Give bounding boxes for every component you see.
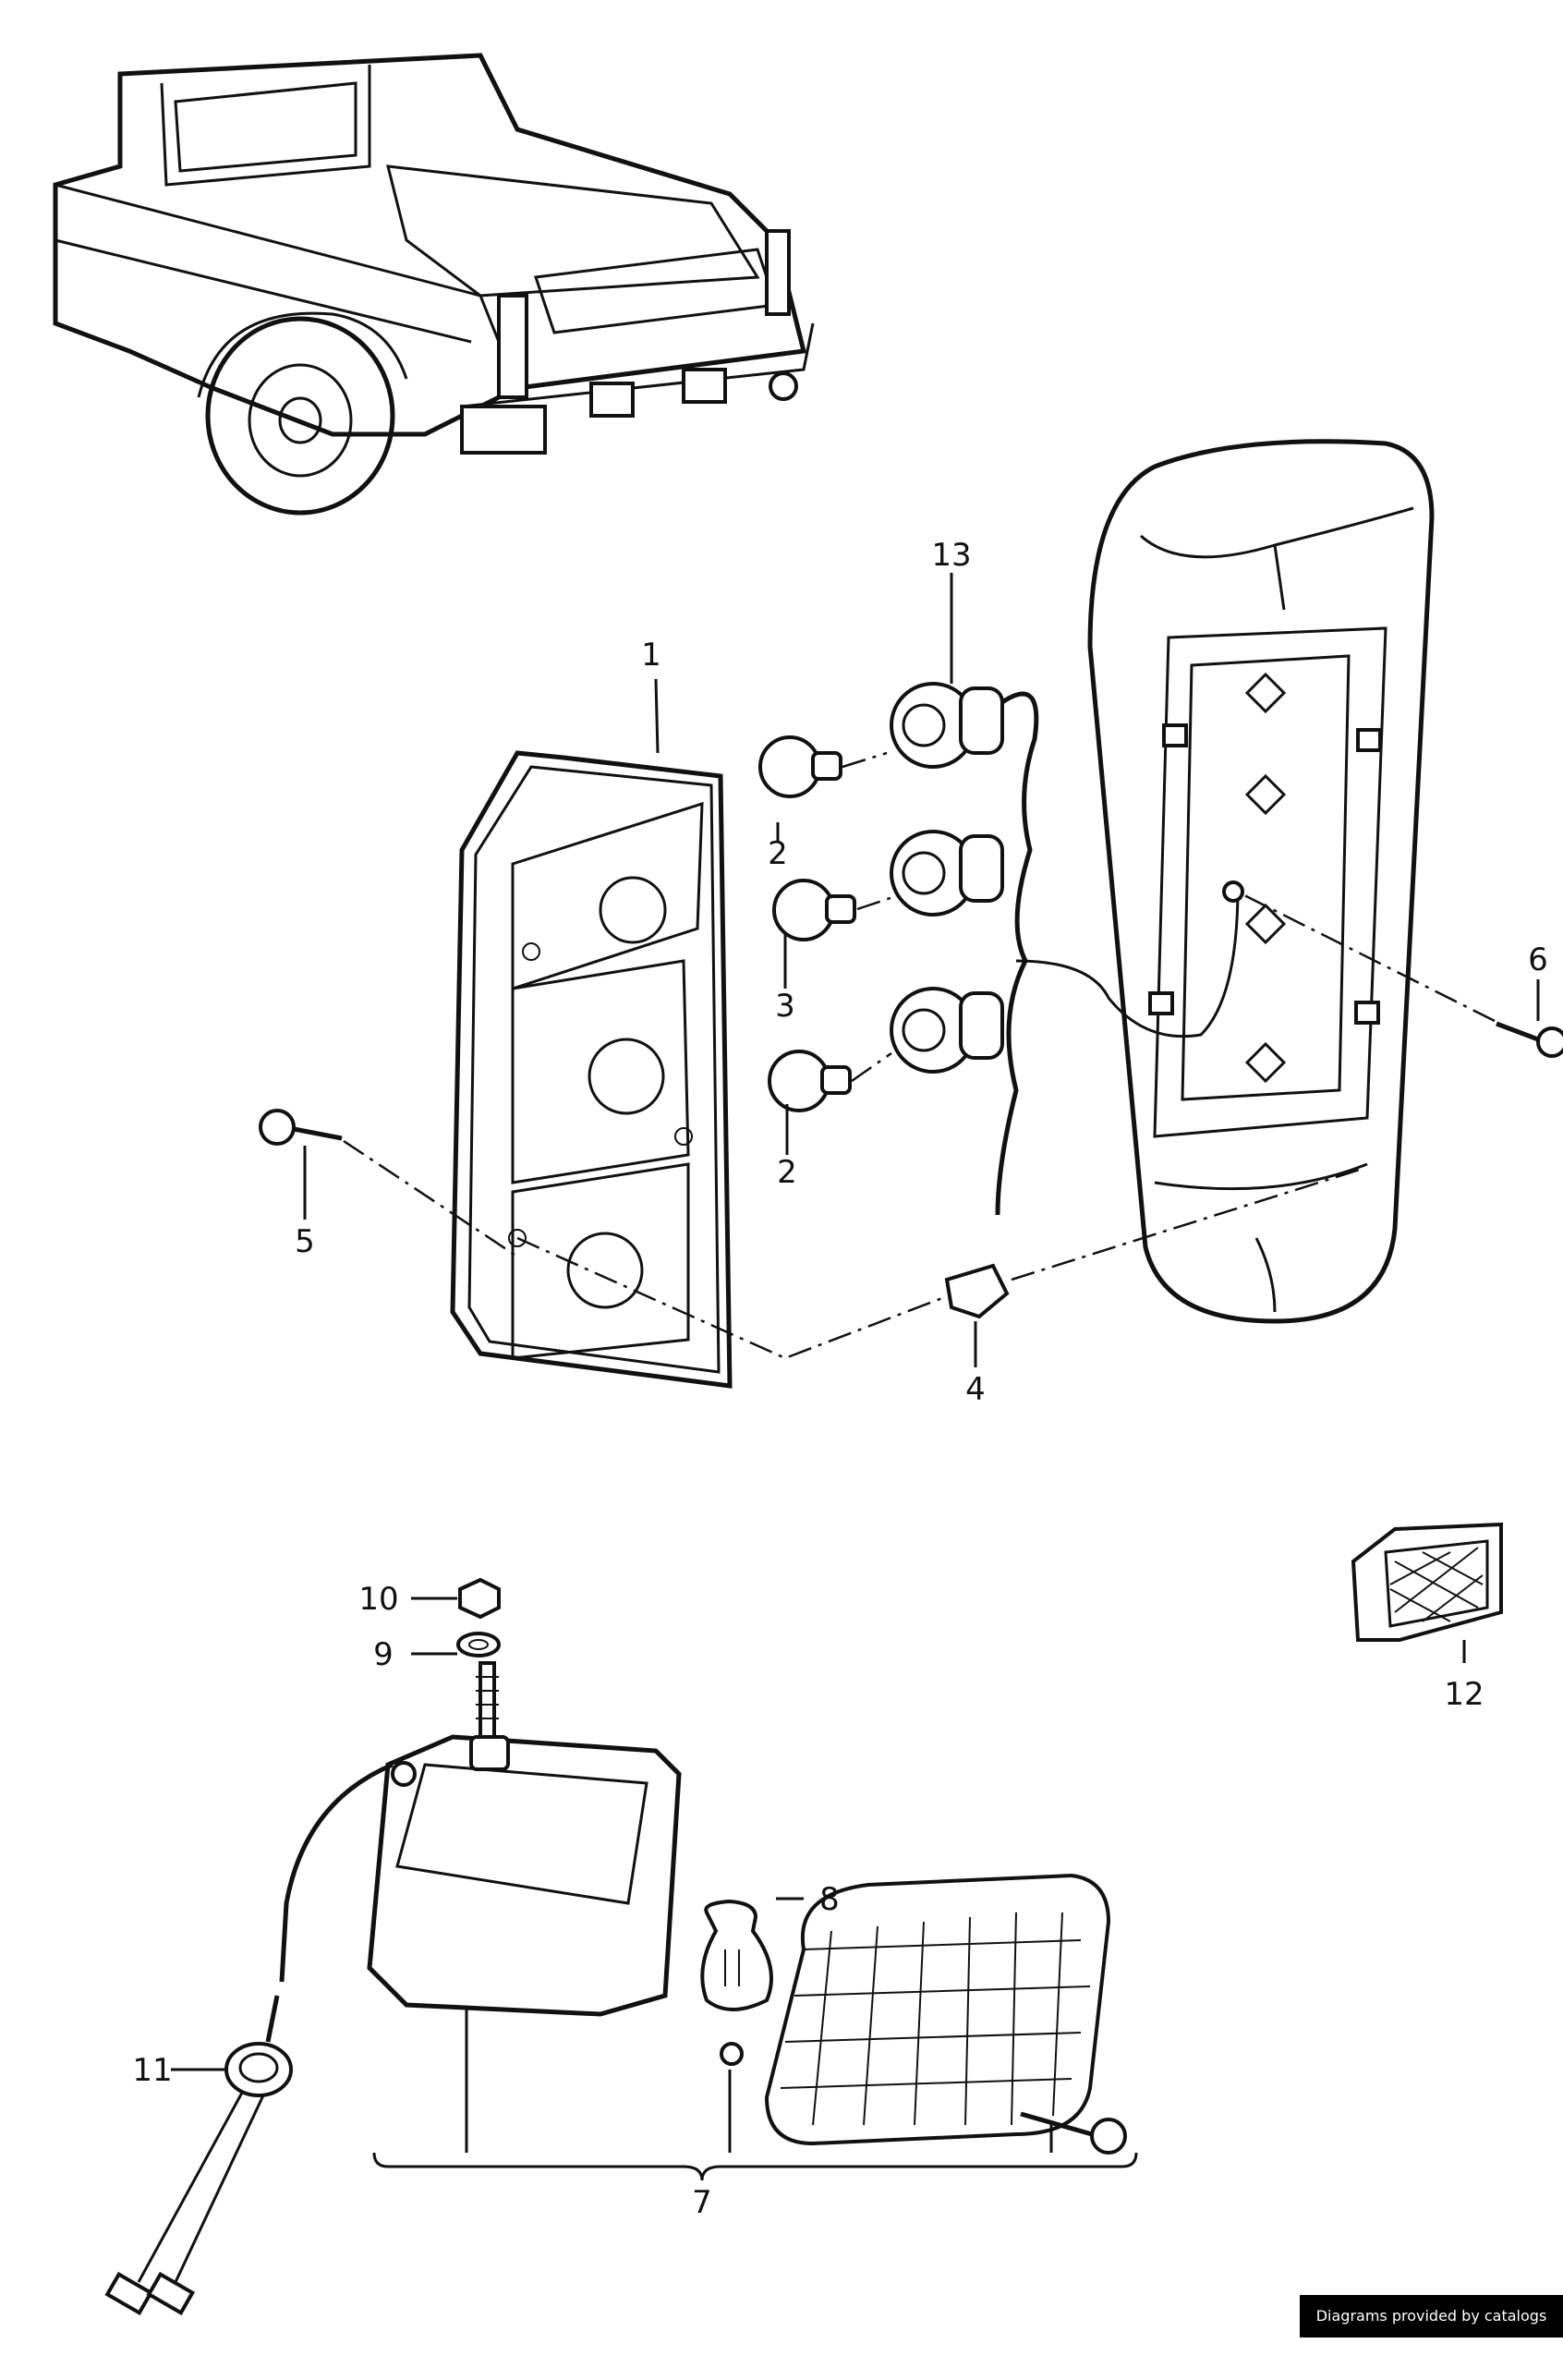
callout-12: 12 (1444, 1676, 1484, 1713)
callout-3: 3 (775, 988, 795, 1025)
callouts: 1 13 2 3 2 5 4 6 12 10 9 8 11 7 (132, 537, 1547, 2221)
callout-11: 11 (132, 2052, 172, 2089)
callout-7: 7 (692, 2184, 712, 2221)
callout-1: 1 (641, 637, 661, 674)
callout-13: 13 (931, 537, 971, 574)
leader-lines (171, 573, 1540, 2181)
callout-9: 9 (373, 1636, 394, 1673)
callout-6: 6 (1528, 941, 1548, 978)
callout-2-lower: 2 (777, 1154, 797, 1191)
bulb-holder-harness (890, 682, 1240, 1216)
callout-8: 8 (819, 1881, 840, 1918)
diagram-credit: Diagrams provided by catalogs parts (1300, 2295, 1563, 2367)
callout-4: 4 (965, 1371, 986, 1408)
callout-2-upper: 2 (768, 835, 788, 872)
callout-5: 5 (295, 1223, 315, 1260)
licence-plate-lamp (279, 1661, 1127, 2155)
callout-10: 10 (358, 1581, 398, 1618)
tail-lamp-lens (450, 750, 733, 1389)
nut-and-washer (456, 1577, 501, 1658)
grommet-connectors (104, 1995, 293, 2315)
pickup-truck-illustration (53, 53, 815, 516)
bulb-8 (700, 1899, 773, 2011)
bulbs (758, 735, 897, 1112)
fasteners-upper (259, 892, 1563, 1360)
marker-light (1351, 1522, 1503, 1642)
lamp-housing (1087, 439, 1435, 1324)
